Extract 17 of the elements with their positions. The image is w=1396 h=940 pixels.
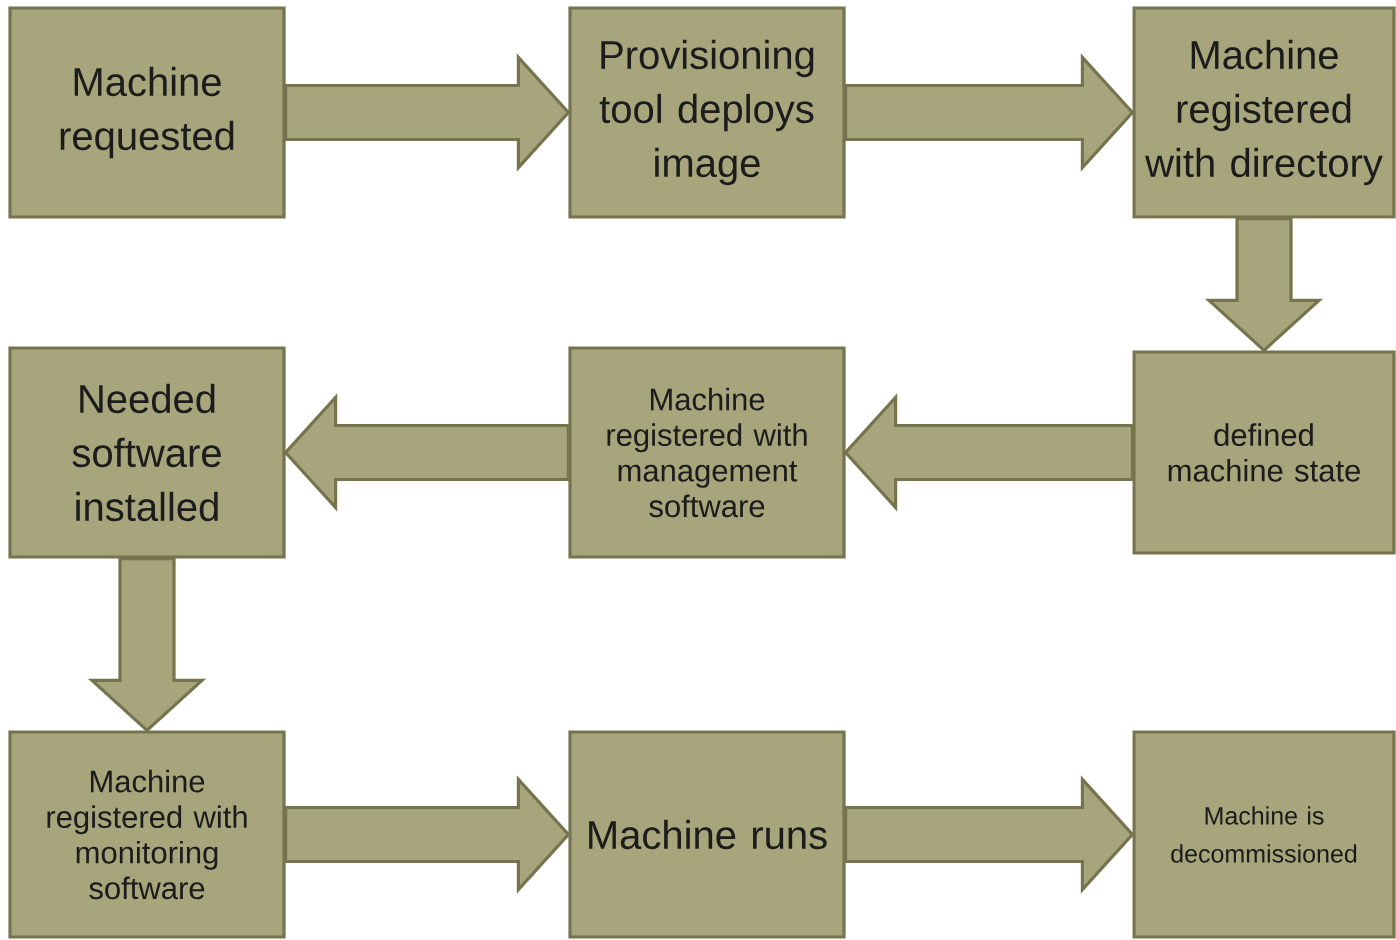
process-box: Machine registered with directory — [1132, 6, 1396, 219]
process-box: Machine registered with management software — [568, 346, 846, 559]
block-arrow — [844, 775, 1135, 894]
block-arrow — [843, 393, 1134, 512]
block-arrow — [284, 775, 571, 894]
process-box: Machine requested — [8, 6, 286, 219]
block-arrow — [844, 53, 1135, 172]
process-box: Machine is decommissioned — [1132, 730, 1396, 939]
block-arrow — [283, 393, 570, 512]
process-box: defined machine state — [1132, 350, 1396, 555]
process-box: Machine registered with monitoring software — [8, 730, 286, 939]
block-arrow — [284, 53, 571, 172]
block-arrow — [87, 557, 207, 733]
process-box: Provisioning tool deploys image — [568, 6, 846, 219]
block-arrow — [1204, 217, 1324, 353]
process-box: Needed software installed — [8, 346, 286, 559]
process-box: Machine runs — [568, 730, 846, 939]
